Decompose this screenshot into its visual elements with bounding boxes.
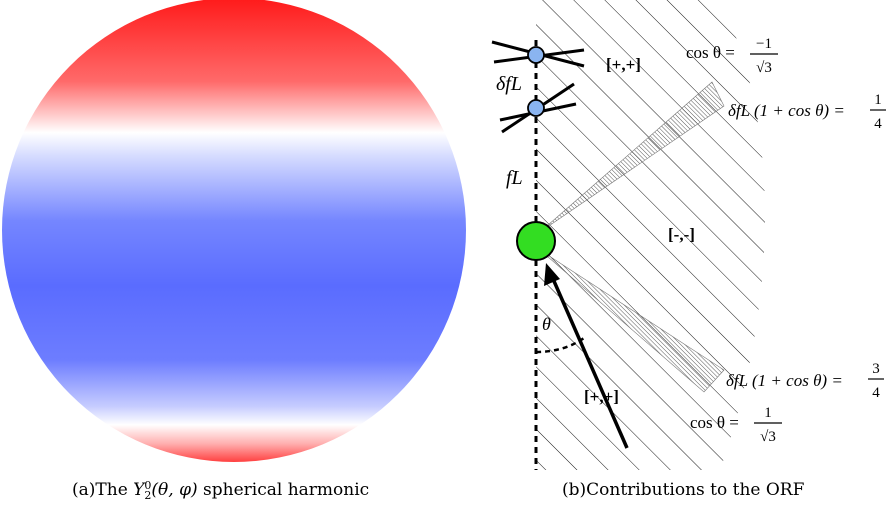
satellite-top (491, 40, 585, 68)
caption-a-sup: 0 (144, 478, 152, 492)
lower-cone (539, 249, 725, 393)
caption-a-suffix: spherical harmonic (203, 480, 370, 500)
label-region-upper: [+,+] (606, 55, 641, 74)
caption-a-prefix: (a)The (72, 480, 128, 500)
cos-upper-lhs: cos θ = (686, 43, 735, 62)
sphere-body (2, 0, 466, 462)
incoming-arrow (548, 271, 629, 449)
cos-upper-num: −1 (756, 36, 772, 52)
panel-a (0, 0, 480, 470)
arrow-head (544, 263, 560, 286)
caption-b: (b)Contributions to the ORF (562, 480, 805, 500)
panel-b: δfL fL θ [+,+] [-,-] [+,+] cos θ = −1 √3… (480, 0, 889, 470)
eq-upper-num: 1 (874, 92, 882, 108)
eq-upper-den: 4 (874, 116, 882, 132)
eq-lower-lhs: δfL (1 + cos θ) = (726, 371, 843, 390)
eq-upper-lhs: δfL (1 + cos θ) = (728, 101, 845, 120)
upper-cone (539, 81, 725, 233)
label-delta-fl: δfL (496, 73, 522, 95)
satellite-second (499, 82, 577, 134)
label-region-lower: [+,+] (584, 387, 619, 406)
cos-upper-den: √3 (756, 60, 772, 76)
detector-node (516, 221, 556, 261)
cos-lower-den: √3 (760, 429, 776, 445)
label-fl: fL (506, 167, 523, 189)
cos-lower-lhs: cos θ = (690, 413, 739, 432)
eq-lower-den: 4 (872, 385, 880, 401)
caption-a-args: (θ, φ) (151, 480, 198, 500)
label-theta: θ (542, 314, 551, 334)
cos-lower-num: 1 (764, 405, 772, 421)
caption-a-sub: 2 (144, 488, 152, 502)
theta-arc (535, 336, 585, 354)
hatched-region (536, 0, 765, 470)
spherical-harmonic-sphere (2, 0, 466, 462)
label-region-middle: [-,-] (668, 225, 695, 244)
eq-lower-num: 3 (872, 361, 880, 377)
orf-diagram: δfL fL θ [+,+] [-,-] [+,+] cos θ = −1 √3… (491, 0, 886, 470)
